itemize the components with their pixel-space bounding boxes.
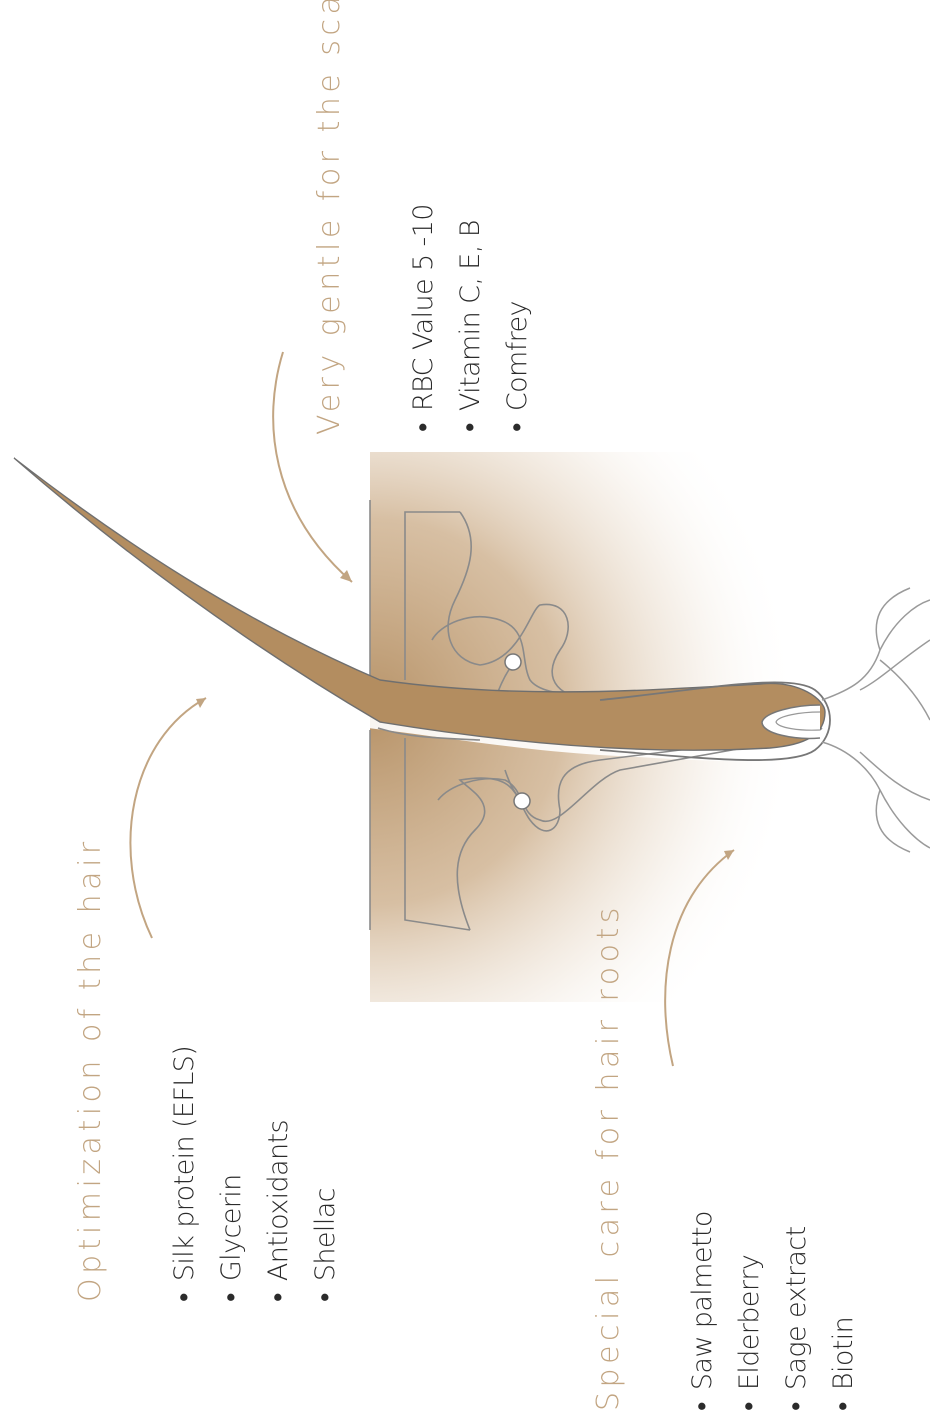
list-item: Elderberry — [726, 1211, 773, 1411]
scalp-ingredient-list: RBC Value 5 -10 Vitamin C, E, B Comfrey — [400, 204, 541, 432]
roots-ingredient-list: Saw palmetto Elderberry Sage extract Bio… — [679, 1211, 867, 1411]
list-item: Silk protein (EFLS) — [161, 1046, 208, 1302]
list-item: Glycerin — [208, 1046, 255, 1302]
list-item: Shellac — [302, 1046, 349, 1302]
scalp-heading: Very gentle for the scalp — [312, 0, 347, 435]
list-item: RBC Value 5 -10 — [400, 204, 447, 432]
hair-heading: Optimization of the hair — [73, 837, 108, 1302]
roots-heading: Special care for hair roots — [591, 903, 626, 1411]
list-item: Biotin — [820, 1211, 867, 1411]
list-item: Comfrey — [494, 204, 541, 432]
blood-vessels — [822, 588, 930, 852]
list-item: Saw palmetto — [679, 1211, 726, 1411]
arrow-hair — [130, 698, 206, 938]
list-item: Sage extract — [773, 1211, 820, 1411]
list-item: Vitamin C, E, B — [447, 204, 494, 432]
list-item: Antioxidants — [255, 1046, 302, 1302]
hair-ingredient-list: Silk protein (EFLS) Glycerin Antioxidant… — [161, 1046, 349, 1302]
